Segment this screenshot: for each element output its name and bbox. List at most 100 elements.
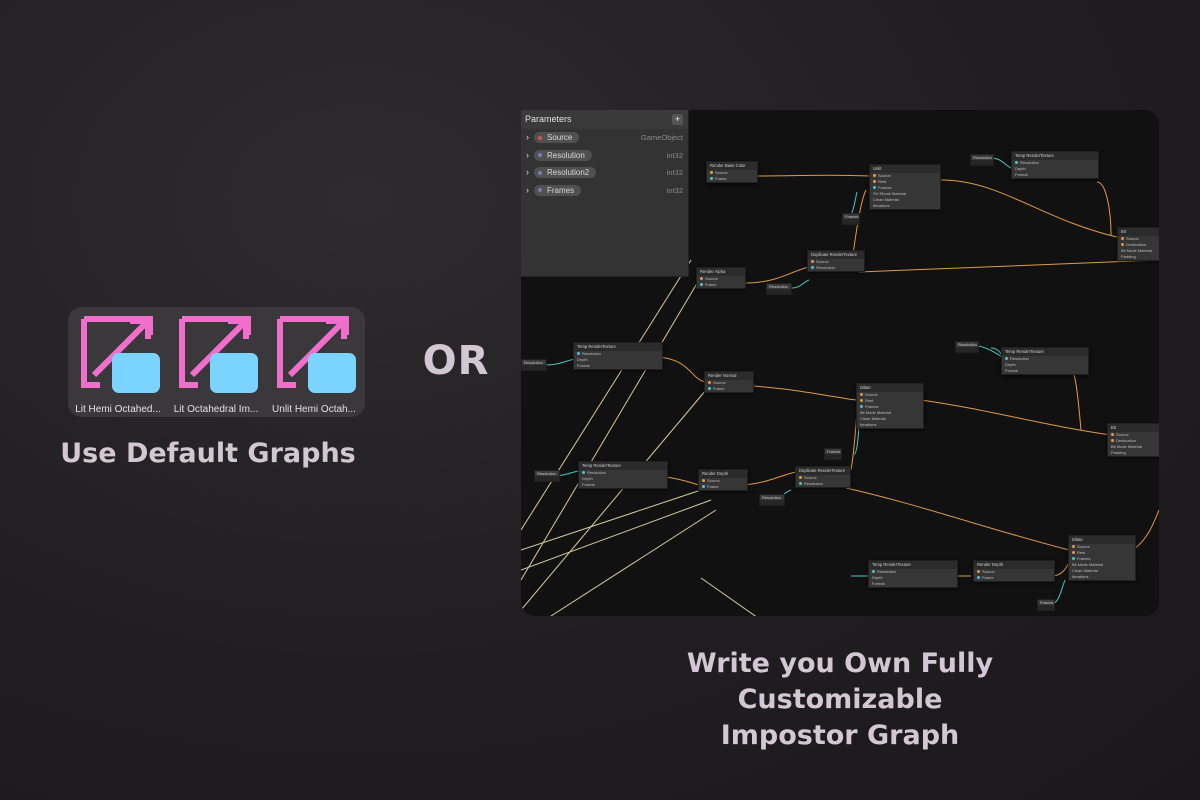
parameter-node-label: Frames: [845, 214, 859, 219]
parameter-type: GameObject: [640, 133, 683, 142]
node-port-label: SV Ebook Material: [873, 191, 907, 196]
chevron-right-icon[interactable]: ›: [526, 184, 529, 195]
parameter-pill[interactable]: Resolution2: [534, 167, 597, 178]
graph-node[interactable]: Render Depth Source Frame: [973, 560, 1055, 582]
node-port-label: Bit Mode Material: [1072, 562, 1104, 567]
asset-label: Unlit Hemi Octah...: [272, 404, 356, 415]
node-port-label: Source: [982, 569, 995, 574]
node-port-label: Depth: [582, 476, 593, 481]
parameter-node-label: Resolution: [762, 495, 781, 500]
asset-lit-octahedral[interactable]: Lit Octahedral Im...: [170, 315, 262, 419]
node-port-label: Frame: [707, 484, 719, 489]
impostor-graph-icon: [179, 316, 258, 393]
parameter-row-frames[interactable]: › Frames int32: [521, 182, 688, 200]
node-port-label: Source: [1116, 432, 1129, 437]
parameter-pill[interactable]: Source: [534, 132, 580, 143]
node-port-label: Rest: [865, 398, 874, 403]
parameters-header: Parameters +: [521, 110, 688, 129]
right-caption: Write you Own Fully Customizable Imposto…: [640, 646, 1040, 754]
parameter-node[interactable]: Resolution: [955, 341, 979, 353]
node-port-label: Iterations: [1072, 574, 1089, 579]
asset-unlit-hemi-octahedral[interactable]: Unlit Hemi Octah...: [268, 315, 360, 419]
node-port-label: Resolution: [582, 351, 601, 356]
graph-node[interactable]: Bit Source Destination Bit Mode Material…: [1117, 227, 1159, 261]
graph-node[interactable]: Temp RenderTexture Resolution Depth Form…: [868, 560, 958, 588]
node-title: Render Depth: [974, 561, 1054, 569]
node-port-label: Frames: [878, 185, 892, 190]
graph-editor-window[interactable]: Render Base Color Source Frame Unlit Sou…: [521, 110, 1159, 616]
node-port-label: Source: [804, 475, 817, 480]
graph-node[interactable]: Temp RenderTexture Resolution Depth Form…: [578, 461, 668, 489]
parameter-node-label: Frames: [827, 449, 841, 454]
parameter-type: int32: [666, 150, 683, 160]
node-title: Temp RenderTexture: [579, 462, 667, 470]
node-port-label: Frame: [705, 282, 717, 287]
node-port-label: Resolution: [1010, 356, 1029, 361]
node-title: Bit: [1108, 424, 1159, 432]
parameter-node[interactable]: Resolution: [766, 283, 792, 295]
node-port-label: Bit Mode Material: [860, 410, 892, 415]
parameter-row-resolution2[interactable]: › Resolution2 int32: [521, 164, 688, 182]
chevron-right-icon[interactable]: ›: [526, 167, 529, 177]
node-port-label: Depth: [1005, 362, 1016, 367]
chevron-right-icon[interactable]: ›: [526, 132, 529, 142]
graph-node[interactable]: Unlit Source Rest Frames SV Ebook Materi…: [869, 164, 941, 210]
asset-label: Lit Octahedral Im...: [173, 404, 259, 415]
parameter-node-label: Resolution: [537, 471, 556, 476]
asset-lit-hemi-octahedral[interactable]: Lit Hemi Octahed...: [72, 315, 164, 419]
node-port-label: Frames: [1077, 556, 1091, 561]
right-caption-line: Write you Own Fully: [686, 648, 994, 679]
node-title: Render Depth: [699, 470, 747, 478]
parameter-node[interactable]: Frames: [842, 213, 860, 225]
node-port-label: Frame: [982, 575, 994, 580]
graph-node[interactable]: Temp RenderTexture Resolution Depth Form…: [1001, 347, 1089, 375]
node-port-label: Depth: [1015, 166, 1026, 171]
parameter-node[interactable]: Frames: [1037, 599, 1055, 611]
parameter-node[interactable]: Resolution: [534, 470, 560, 482]
node-title: Dilate: [857, 384, 923, 392]
node-port-label: Bit Mode Material: [1111, 444, 1143, 449]
parameter-type: int32: [666, 168, 683, 177]
node-port-label: Source: [865, 392, 878, 397]
node-port-label: Frame: [715, 176, 727, 181]
node-port-label: Source: [1126, 236, 1139, 241]
add-parameter-button[interactable]: +: [672, 114, 683, 125]
parameter-type: int32: [666, 185, 683, 195]
parameter-node[interactable]: Resolution: [970, 154, 994, 166]
parameter-node[interactable]: Resolution: [521, 359, 547, 371]
graph-node[interactable]: Render Normal Source Frame: [704, 371, 754, 393]
node-port-label: Bit Mode Material: [1121, 248, 1153, 253]
node-port-label: Depth: [872, 575, 883, 580]
graph-node[interactable]: Dilate Source Rest Frames Bit Mode Mater…: [856, 383, 924, 429]
parameter-row-resolution[interactable]: › Resolution int32: [521, 147, 688, 165]
parameter-node-label: Resolution: [524, 360, 543, 365]
node-port-label: Format: [582, 482, 595, 487]
parameter-node[interactable]: Resolution: [759, 494, 785, 506]
node-port-label: Clean Material: [1072, 568, 1098, 573]
graph-node[interactable]: Dilate Source Rest Frames Bit Mode Mater…: [1068, 535, 1136, 581]
node-port-label: Source: [1077, 544, 1090, 549]
graph-node[interactable]: Temp RenderTexture Resolution Depth Form…: [1011, 151, 1099, 179]
parameter-node[interactable]: Frames: [824, 448, 842, 460]
chevron-right-icon[interactable]: ›: [526, 149, 529, 160]
parameter-pill[interactable]: Resolution: [534, 149, 592, 161]
node-title: Render Normal: [705, 372, 753, 380]
node-port-label: Source: [878, 173, 891, 178]
graph-node[interactable]: Render Base Color Source Frame: [706, 161, 758, 183]
node-port-label: Frame: [713, 386, 725, 391]
graph-node[interactable]: Render Depth Source Frame: [698, 469, 748, 491]
node-port-label: Source: [816, 259, 829, 264]
node-port-label: Resolution: [816, 265, 835, 270]
node-title: Render Alpha: [697, 268, 745, 276]
parameter-row-source[interactable]: › Source GameObject: [521, 129, 688, 147]
graph-node[interactable]: Temp RenderTexture Resolution Depth Form…: [573, 342, 663, 370]
graph-node[interactable]: Duplicate RenderTexture Source Resolutio…: [807, 250, 865, 272]
parameter-pill[interactable]: Frames: [534, 184, 582, 196]
default-graphs-tray: Lit Hemi Octahed... Lit Octahedral Im...…: [68, 307, 365, 417]
node-port-label: Resolution: [1020, 160, 1039, 165]
parameter-node-label: Resolution: [973, 155, 992, 160]
graph-node[interactable]: Duplicate RenderTexture Source Resolutio…: [795, 466, 851, 488]
graph-node[interactable]: Bit Source Destination Bit Mode Material…: [1107, 423, 1159, 457]
asset-label: Lit Hemi Octahed...: [75, 404, 161, 415]
graph-node[interactable]: Render Alpha Source Frame: [696, 267, 746, 289]
